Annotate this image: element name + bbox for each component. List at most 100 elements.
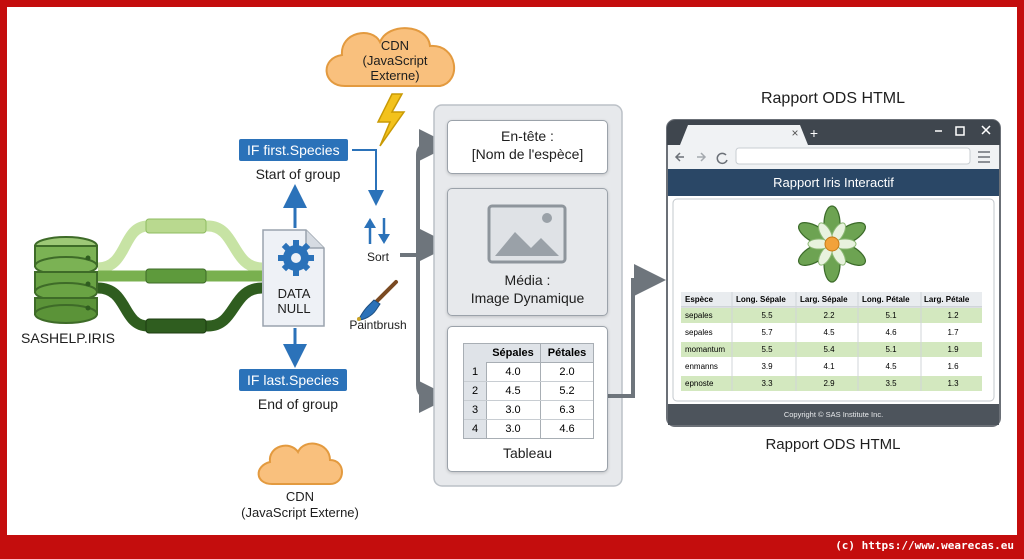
cloud-icon-bottom [257,442,343,485]
media-panel-line2: Image Dynamique [470,290,585,306]
mini-table-divider [464,381,593,382]
paintbrush-label: Paintbrush [349,318,407,332]
arrow-to-report [608,264,666,398]
mini-table-cell: 4.6 [559,423,575,435]
header-panel-line2: [Nom de l'espèce] [471,146,584,162]
report-col-header[interactable]: Espèce [685,295,714,304]
report-table-cell: enmanns [685,362,718,371]
report-table-bg [681,292,982,391]
reload-button[interactable] [716,150,730,164]
mini-table-cell: 4.0 [505,366,521,378]
last-species-chip: IF last.Species [239,369,347,391]
report-table-cell: 5.7 [761,328,773,337]
sort-icon [364,218,390,244]
mini-table-cell: 5.2 [559,385,575,397]
report-col-header[interactable]: Long. Pétale [862,295,910,304]
last-species-caption: End of group [257,396,339,412]
mini-table-cell: 2.0 [559,366,575,378]
mini-table-cell: 4 [471,423,479,435]
mini-table-cell: 2 [471,385,479,397]
cdn-top-line2: (JavaScript [362,53,428,68]
first-species-chip: IF first.Species [239,139,348,161]
report-table-cell: 2.9 [823,379,835,388]
close-window-button[interactable] [979,124,993,138]
mini-table-divider [540,344,541,438]
report-table-cell: 1.7 [947,328,959,337]
new-tab-icon[interactable]: + [809,125,819,141]
report-title-bottom: Rapport ODS HTML [765,436,901,453]
cdn-bottom-label: CDN (JavaScript Externe) [220,489,380,521]
data-streams [97,218,263,334]
datanull-label: DATA NULL [263,286,325,316]
report-table-cell: sepales [685,328,713,337]
mini-table-col-header: Sépales [492,347,534,359]
report-table-cell: 3.3 [761,379,773,388]
report-table-cell: epnoste [685,379,714,388]
report-table-cell: 1.9 [947,345,959,354]
report-col-header[interactable]: Long. Sépale [736,295,786,304]
media-panel-line1: Média : [504,272,551,288]
report-table-cell: 1.2 [947,311,959,320]
mini-table-cell: 6.3 [559,404,575,416]
address-bar[interactable] [736,148,970,164]
datanull-line1: DATA [277,286,311,301]
report-table-cell: 2.2 [823,311,835,320]
maximize-window-button[interactable] [953,124,967,138]
flower-icon [797,205,867,283]
document-icon [262,229,325,327]
mini-table-col-header: Pétales [547,347,587,359]
mini-table-cell: 1 [471,366,479,378]
media-panel: Média : Image Dynamique [447,188,608,316]
report-table-cell: 4.5 [823,328,835,337]
lightning-icon [376,93,406,147]
report-table-cell: 5.5 [761,311,773,320]
table-panel-caption: Tableau [502,445,553,461]
header-panel: En-tête : [Nom de l'espèce] [447,120,608,174]
database-icon [34,236,98,324]
report-table-cell: 4.5 [885,362,897,371]
paintbrush-icon [356,280,398,321]
report-table-cell: 3.5 [885,379,897,388]
first-species-caption: Start of group [255,166,341,182]
mini-table-divider [464,419,593,420]
report-table-cell: 4.1 [823,362,835,371]
sort-label: Sort [366,250,389,264]
forward-button[interactable] [694,150,708,164]
report-table-cell: 5.1 [885,345,897,354]
mini-table: Sépales Pétales 1 4.0 2.0 2 4.5 5.2 3 3.… [463,343,594,439]
header-panel-line1: En-tête : [501,128,554,144]
datanull-line2: NULL [277,301,311,316]
cdn-top-line3: Externe) [370,68,420,83]
report-banner: Rapport Iris Interactif [773,175,894,190]
cdn-bottom-line2: (JavaScript Externe) [241,505,359,520]
report-table: Espèce Long. Sépale Larg. Sépale Long. P… [681,292,982,391]
cloud-icon [325,27,456,87]
back-button[interactable] [673,150,687,164]
report-table-cell: sepales [685,311,713,320]
mini-table-cell: 3.0 [505,423,521,435]
gear-icon [278,240,314,276]
report-table-cell: momantum [685,345,726,354]
report-table-cell: 1.6 [947,362,959,371]
minimize-window-button[interactable] [932,124,946,138]
report-col-header[interactable]: Larg. Sépale [800,295,848,304]
report-col-header[interactable]: Larg. Pétale [924,295,970,304]
arrow-to-sort [352,149,384,206]
mini-table-divider [464,400,593,401]
report-title-top: Rapport ODS HTML [760,90,906,107]
menu-button[interactable] [976,149,992,165]
source-label: SASHELP.IRIS [21,330,115,346]
report-table-cell: 1.3 [947,379,959,388]
cdn-top-label: CDN (JavaScript Externe) [350,38,440,83]
image-icon [487,204,567,264]
report-table-cell: 3.9 [761,362,773,371]
tab-close-icon[interactable]: × [791,126,799,140]
report-table-cell: 5.1 [885,311,897,320]
mini-table-cell: 3 [471,404,479,416]
watermark: (c) https://www.wearecas.eu [835,539,1014,552]
table-panel: Sépales Pétales 1 4.0 2.0 2 4.5 5.2 3 3.… [447,326,608,472]
cdn-bottom-line1: CDN [285,489,315,504]
mini-table-cell: 4.5 [505,385,521,397]
